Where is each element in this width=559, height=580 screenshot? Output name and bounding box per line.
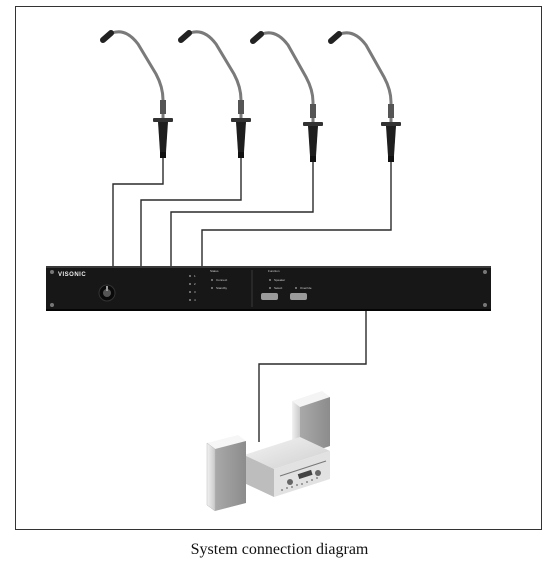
function-speaker-label: Speaker <box>274 278 285 282</box>
diagram-frame <box>15 6 542 530</box>
microphone-cables <box>112 158 392 268</box>
microphone-3 <box>250 31 323 162</box>
channel-label-1: 1 <box>194 274 196 278</box>
microphone-4 <box>328 31 401 162</box>
function-select-label: Select <box>274 286 283 290</box>
microphone-1 <box>100 30 173 158</box>
cable-4 <box>201 162 392 268</box>
audio-output-cable <box>258 311 367 442</box>
status-heading: Status <box>210 269 219 273</box>
microphone-2 <box>178 30 251 158</box>
status-connect-label: Connect <box>216 278 227 282</box>
brand-logo: VISONIC <box>58 272 86 278</box>
channel-label-4: 4 <box>194 298 196 302</box>
function-heading: Function <box>268 269 280 273</box>
conference-control-unit: VISONIC 1 2 3 4 Status Connect Standby F… <box>46 266 491 311</box>
connection-diagram: VISONIC 1 2 3 4 Status Connect Standby F… <box>46 30 491 512</box>
cable-1 <box>112 158 164 268</box>
amplifier <box>244 437 330 497</box>
diagram-caption: System connection diagram <box>190 541 369 558</box>
speaker-button <box>261 293 278 300</box>
cable-2 <box>140 158 242 268</box>
channel-label-3: 3 <box>194 290 196 294</box>
speaker-left <box>206 435 246 512</box>
status-standby-label: Standby <box>216 286 228 290</box>
channel-label-2: 2 <box>194 282 196 286</box>
cable-3 <box>170 162 314 268</box>
override-button <box>290 293 307 300</box>
function-override-label: Override <box>300 286 312 290</box>
